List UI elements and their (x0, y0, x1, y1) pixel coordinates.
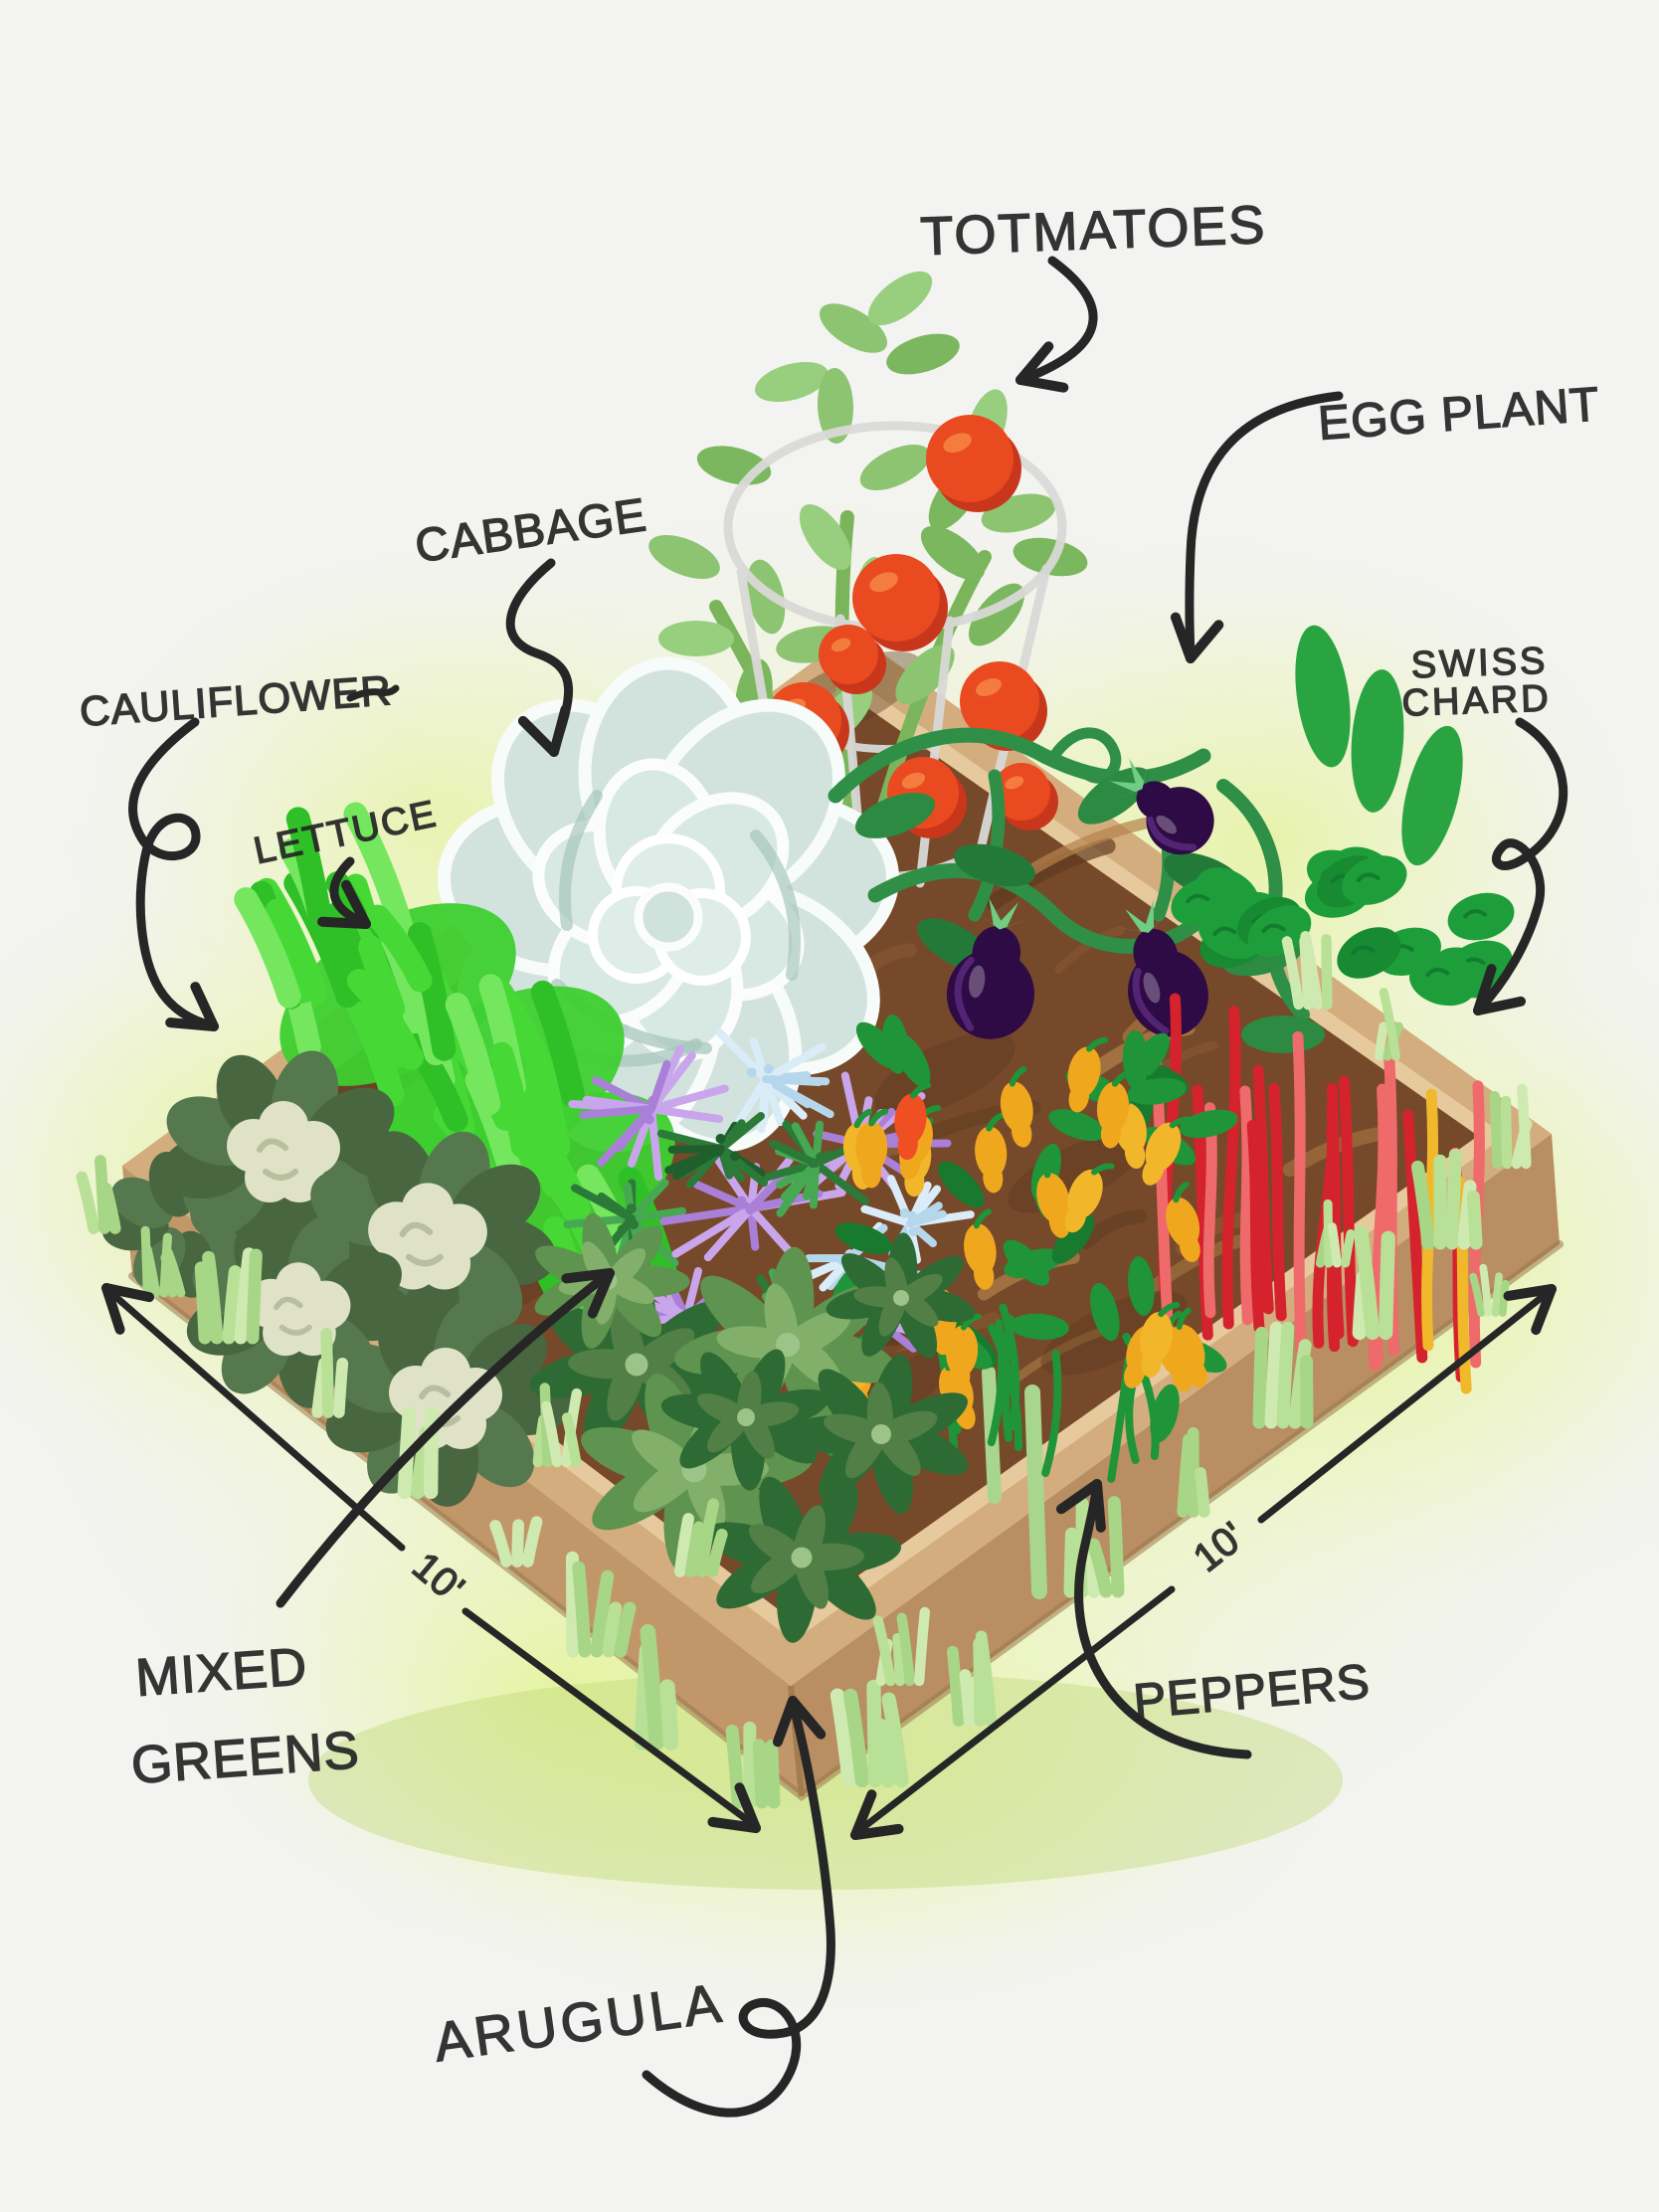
peppers-illustration (827, 1014, 1238, 1599)
cauliflower-label-dash (346, 684, 400, 702)
label-tomatoes: TOTMATOES (919, 194, 1268, 268)
dimension-line-left-upper (107, 1289, 406, 1552)
svg-text:TOTMATOES: TOTMATOES (919, 195, 1267, 267)
grass-tufts (76, 930, 1533, 1809)
arrow-peppers (1074, 1481, 1252, 1759)
dimension-line-left-lower (461, 1607, 757, 1828)
svg-text:MIXED: MIXED (134, 1637, 310, 1708)
label-mixed-greens-line1: MIXED (133, 1636, 310, 1708)
label-swiss-chard-line1: SWISS (1409, 640, 1549, 687)
arrow-cauliflower (128, 717, 214, 1029)
annotation-layer (101, 256, 1568, 2118)
arrow-swiss-chard (1475, 717, 1568, 1014)
arugula-illustration (529, 1212, 976, 1643)
arrow-arugula (642, 1698, 835, 2118)
arrow-eggplant (1185, 391, 1344, 659)
eggplant-illustration (828, 727, 1325, 1053)
arrow-tomatoes (1021, 256, 1098, 383)
svg-text:SWISS: SWISS (1410, 641, 1549, 687)
dimension-line-right-upper (1257, 1287, 1554, 1524)
arrowheads (101, 341, 1557, 1840)
dimension-line-right-lower (853, 1585, 1176, 1836)
svg-text:CHARD: CHARD (1401, 677, 1552, 724)
label-swiss-chard-line2: CHARD (1400, 677, 1553, 726)
arrow-lettuce (329, 856, 367, 927)
arrow-mixed-greens (276, 1270, 612, 1608)
swiss-chard-illustration (1151, 625, 1515, 1394)
